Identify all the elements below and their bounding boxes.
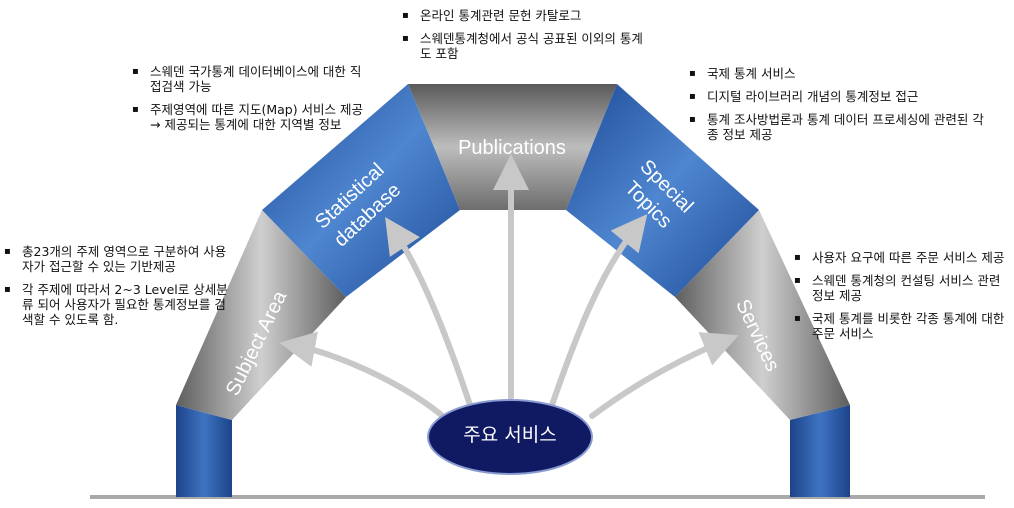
services-note-2: 스웨덴 통계청의 컨설팅 서비스 관련 정보 제공 [794,273,1008,303]
services-notes: 사용자 요구에 따른 주문 서비스 제공 스웨덴 통계청의 컨설팅 서비스 관련… [794,250,1008,349]
right-foot-block [790,405,850,497]
publications-notes: 온라인 통계관련 문헌 카탈로그 스웨덴통계청에서 공식 공표된 이외의 통계도… [402,8,652,69]
arrow-to-special-topics [549,214,648,408]
subject-area-note-2: 각 주제에 따라서 2~3 Level로 상세분류 되어 사용자가 필요한 통계… [4,282,230,327]
subject-area-note-1: 총23개의 주제 영역으로 구분하여 사용자가 접근할 수 있는 기반제공 [4,244,230,274]
special-topics-note-2: 디지털 라이브러리 개념의 통계정보 접근 [689,89,989,104]
center-ellipse [427,399,593,475]
services-note-3: 국제 통계를 비롯한 각종 통계에 대한 주문 서비스 [794,311,1008,341]
arrows [279,154,739,421]
subject-area-segment [176,210,346,420]
publications-segment [408,84,617,210]
publications-label: Publications [458,137,566,159]
special-topics-note-3: 통계 조사방법론과 통계 데이터 프로세싱에 관련된 각종 정보 제공 [689,112,989,142]
center-label: 주요 서비스 [463,424,557,446]
arrow-to-subject-area [279,331,448,421]
left-foot-block [176,405,232,497]
statistical-database-note-1: 스웨덴 국가통계 데이터베이스에 대한 직접검색 가능 [132,64,372,94]
publications-note-2: 스웨덴통계청에서 공식 공표된 이외의 통계도 포함 [402,31,652,61]
services-note-1: 사용자 요구에 따른 주문 서비스 제공 [794,250,1008,265]
arrow-to-services [589,332,739,419]
subject-area-notes: 총23개의 주제 영역으로 구분하여 사용자가 접근할 수 있는 기반제공 각 … [4,244,230,335]
services-segment [675,210,850,420]
special-topics-notes: 국제 통계 서비스 디지털 라이브러리 개념의 통계정보 접근 통계 조사방법론… [689,66,989,150]
special-topics-note-1: 국제 통계 서비스 [689,66,989,81]
statistical-database-note-2: 주제영역에 따른 지도(Map) 서비스 제공 → 제공되는 통계에 대한 지역… [132,102,372,132]
statistical-database-notes: 스웨덴 국가통계 데이터베이스에 대한 직접검색 가능 주제영역에 따른 지도(… [132,64,372,140]
arrow-to-statistical-database [385,216,473,408]
publications-note-1: 온라인 통계관련 문헌 카탈로그 [402,8,652,23]
